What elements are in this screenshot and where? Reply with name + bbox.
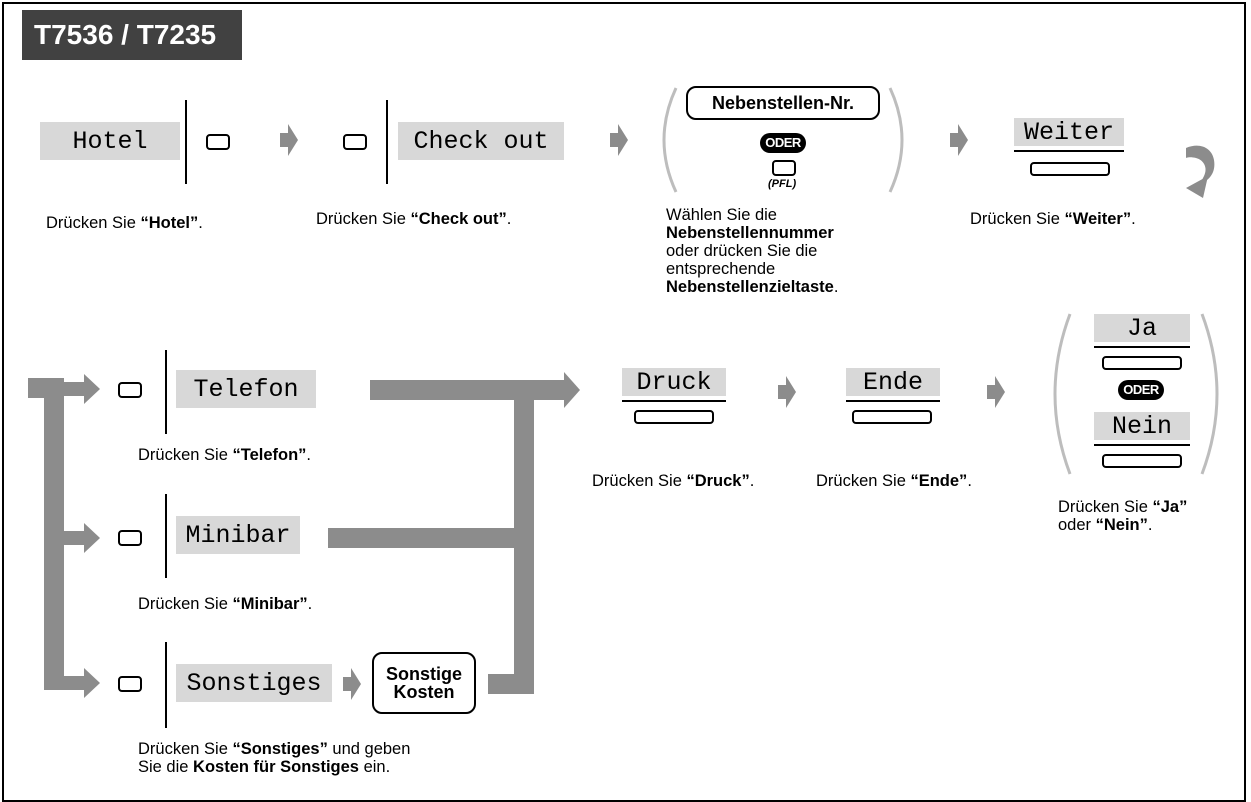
display-check-out: Check out: [398, 122, 564, 160]
paren-right-dial: [888, 87, 904, 193]
display-hotel: Hotel: [40, 122, 180, 160]
display-minibar: Minibar: [176, 516, 300, 554]
caption-sonstiges: Drücken Sie “Sonstiges” und geben Sie di…: [138, 740, 411, 776]
softkey-sonstiges[interactable]: [118, 676, 142, 692]
oder-badge: ODER: [760, 133, 806, 153]
step-arrow: [950, 124, 968, 156]
caption-druck: Drücken Sie “Druck”.: [592, 472, 755, 490]
arrow-to-telefon: [84, 374, 100, 404]
left-bracket-to-sonstiges: [44, 676, 86, 690]
softkey-ende[interactable]: [852, 410, 932, 424]
oder-badge: ODER: [1118, 380, 1164, 400]
display-ende: Ende: [846, 368, 940, 397]
return-curve-arrow: [1186, 145, 1215, 184]
caption-ja-nein: Drücken Sie “Ja” oder “Nein”.: [1058, 498, 1188, 534]
paren-left-dial: [662, 87, 678, 193]
separator: [846, 400, 940, 402]
separator: [1014, 150, 1124, 152]
sonstige-kosten-key[interactable]: Sonstige Kosten: [372, 652, 476, 714]
pfl-key[interactable]: [772, 160, 796, 176]
display-druck: Druck: [622, 368, 726, 397]
display-weiter: Weiter: [1014, 118, 1124, 147]
caption-check-out: Drücken Sie “Check out”.: [316, 210, 512, 228]
step-arrow: [987, 376, 1005, 408]
display-sonstiges: Sonstiges: [176, 664, 332, 702]
separator: [386, 100, 388, 184]
display-telefon: Telefon: [176, 370, 316, 408]
caption-weiter: Drücken Sie “Weiter”.: [970, 210, 1136, 228]
separator: [1094, 346, 1190, 348]
arrow-to-sonstiges: [84, 668, 100, 698]
step-arrow: [778, 376, 796, 408]
sonstige-kosten-line2: Kosten: [393, 682, 455, 702]
softkey-hotel[interactable]: [206, 134, 230, 150]
caption-ende: Drücken Sie “Ende”.: [816, 472, 972, 490]
display-ja: Ja: [1094, 314, 1190, 343]
separator: [165, 642, 167, 728]
softkey-weiter[interactable]: [1030, 162, 1110, 176]
sonstige-kosten-line1: Sonstige: [385, 664, 462, 684]
softkey-telefon[interactable]: [118, 382, 142, 398]
step-arrow: [610, 124, 628, 156]
left-bracket-to-telefon: [44, 382, 86, 396]
paren-left-janein: [1053, 313, 1072, 475]
pfl-label: (PFL): [768, 178, 797, 190]
softkey-nein[interactable]: [1102, 454, 1182, 468]
separator: [622, 400, 726, 402]
softkey-check-out[interactable]: [343, 134, 367, 150]
caption-telefon: Drücken Sie “Telefon”.: [138, 446, 312, 464]
separator: [165, 494, 167, 578]
nebenstellen-nr-key[interactable]: Nebenstellen-Nr.: [686, 86, 880, 120]
paren-right-janein: [1200, 313, 1219, 475]
left-bracket-to-minibar: [44, 531, 86, 545]
caption-hotel: Drücken Sie “Hotel”.: [46, 214, 203, 232]
softkey-minibar[interactable]: [118, 530, 142, 546]
caption-dial: Wählen Sie die Nebenstellennummer oder d…: [666, 206, 839, 296]
step-arrow: [343, 668, 361, 700]
page-title: T7536 / T7235: [22, 10, 242, 60]
separator: [185, 100, 187, 184]
display-nein: Nein: [1094, 412, 1190, 441]
step-arrow: [280, 124, 298, 156]
merge-vertical: [514, 380, 534, 694]
separator: [1094, 444, 1190, 446]
arrow-to-minibar: [84, 523, 100, 553]
softkey-druck[interactable]: [634, 410, 714, 424]
return-curve-arrowhead: [1186, 176, 1208, 198]
merge-from-minibar: [328, 528, 534, 548]
arrow-to-druck: [564, 372, 580, 408]
separator: [165, 350, 167, 434]
softkey-ja[interactable]: [1102, 356, 1182, 370]
merge-from-telefon: [370, 380, 566, 400]
caption-minibar: Drücken Sie “Minibar”.: [138, 595, 313, 613]
